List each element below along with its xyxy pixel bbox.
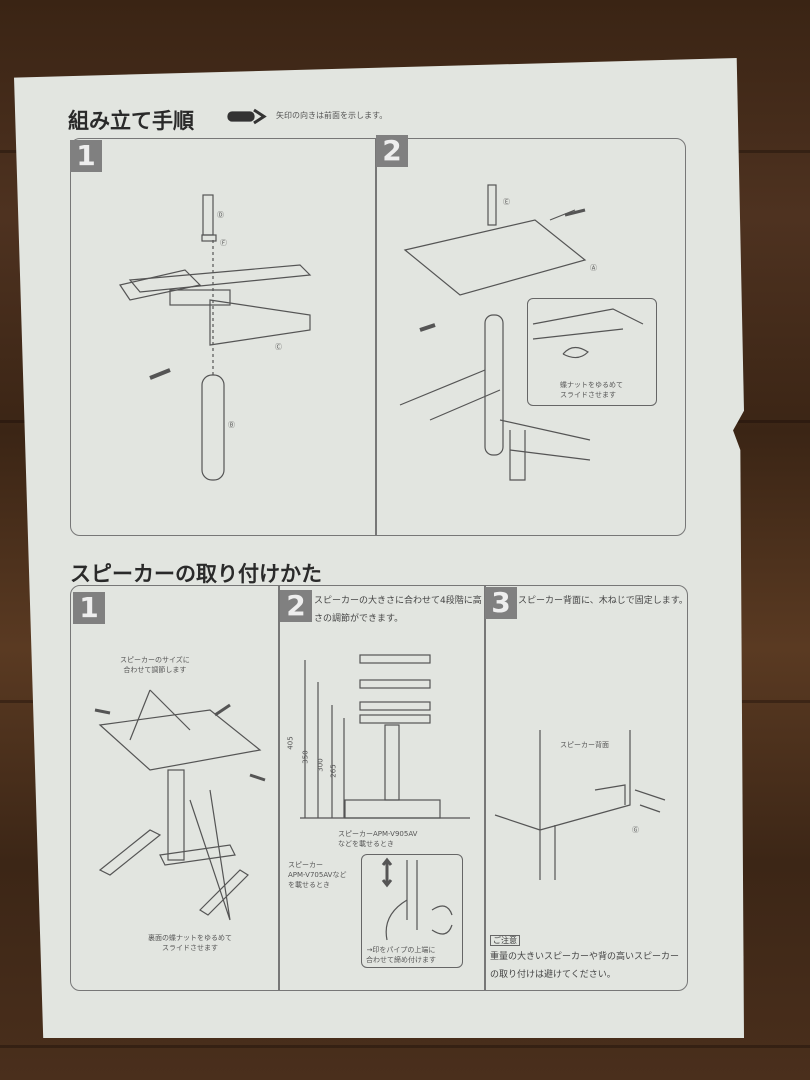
screw-label-g: Ⓖ: [632, 826, 639, 834]
v905-label: スピーカーAPM-V905AV などを載せるとき: [338, 830, 418, 848]
part-label-a: Ⓐ: [590, 264, 597, 272]
divider: [484, 585, 486, 990]
v705-label: スピーカー APM-V705AVなど を載せるとき: [288, 861, 347, 889]
dimension-405: 405: [286, 736, 295, 750]
tighten-diagram: [381, 857, 453, 941]
front-arrow-icon: [227, 108, 267, 125]
divider: [375, 138, 377, 536]
tighten-instruction: →印をパイプの上端に 合わせて締め付けます: [366, 946, 436, 964]
divider: [278, 585, 280, 990]
wing-nut-inset: [527, 298, 657, 406]
dimension-265: 265: [329, 764, 338, 778]
caution-text: 重量の大きいスピーカーや背の高いスピーカーの取り付けは避けてください。: [490, 952, 680, 980]
dimension-350: 350: [301, 750, 310, 764]
stand-adjust-diagram: [94, 689, 266, 921]
speaker-back-diagram: [494, 730, 666, 880]
caution-title-text: ご注意: [490, 935, 520, 946]
part-label-f: Ⓕ: [220, 239, 227, 247]
size-adjust-caption: スピーカーのサイズに 合わせて調節します: [120, 656, 190, 674]
wing-nut-instruction: 蝶ナットをゆるめて スライドさせます: [560, 381, 623, 399]
caution-title: ご注意: [490, 935, 520, 946]
part-label-e: Ⓔ: [503, 198, 510, 206]
part-label-d: Ⓓ: [217, 211, 224, 219]
height-dimension-diagram: [300, 654, 470, 819]
part-label-b: Ⓑ: [228, 421, 235, 429]
speaker-back-label: スピーカー背面: [560, 741, 609, 749]
instruction-sheet: [14, 58, 744, 1038]
mounting-title: スピーカーの取り付けかた: [70, 562, 322, 586]
step-number: 1: [70, 140, 102, 172]
part-label-c: Ⓒ: [275, 343, 282, 351]
step-number: 2: [376, 135, 408, 167]
arrow-note: 矢印の向きは前面を示します。: [276, 111, 388, 120]
height-adjust-text: スピーカーの大きさに合わせて4段階に高さの調節ができます。: [314, 596, 482, 624]
step-number: 2: [280, 590, 312, 622]
assembly-title: 組み立て手順: [68, 109, 194, 133]
wing-nut-slide-caption: 裏面の蝶ナットをゆるめて スライドさせます: [148, 934, 232, 952]
step-number: 1: [73, 592, 105, 624]
wing-nut-diagram: [532, 308, 644, 359]
mounting-panel: [70, 585, 688, 991]
screw-fix-text: スピーカー背面に、木ねじで固定します。: [518, 596, 688, 606]
plate-assembly-diagram: [399, 184, 591, 481]
tighten-inset: [361, 854, 463, 968]
base-assembly-diagram: [119, 194, 312, 481]
step-number: 3: [485, 587, 517, 619]
dimension-300: 300: [316, 758, 325, 772]
